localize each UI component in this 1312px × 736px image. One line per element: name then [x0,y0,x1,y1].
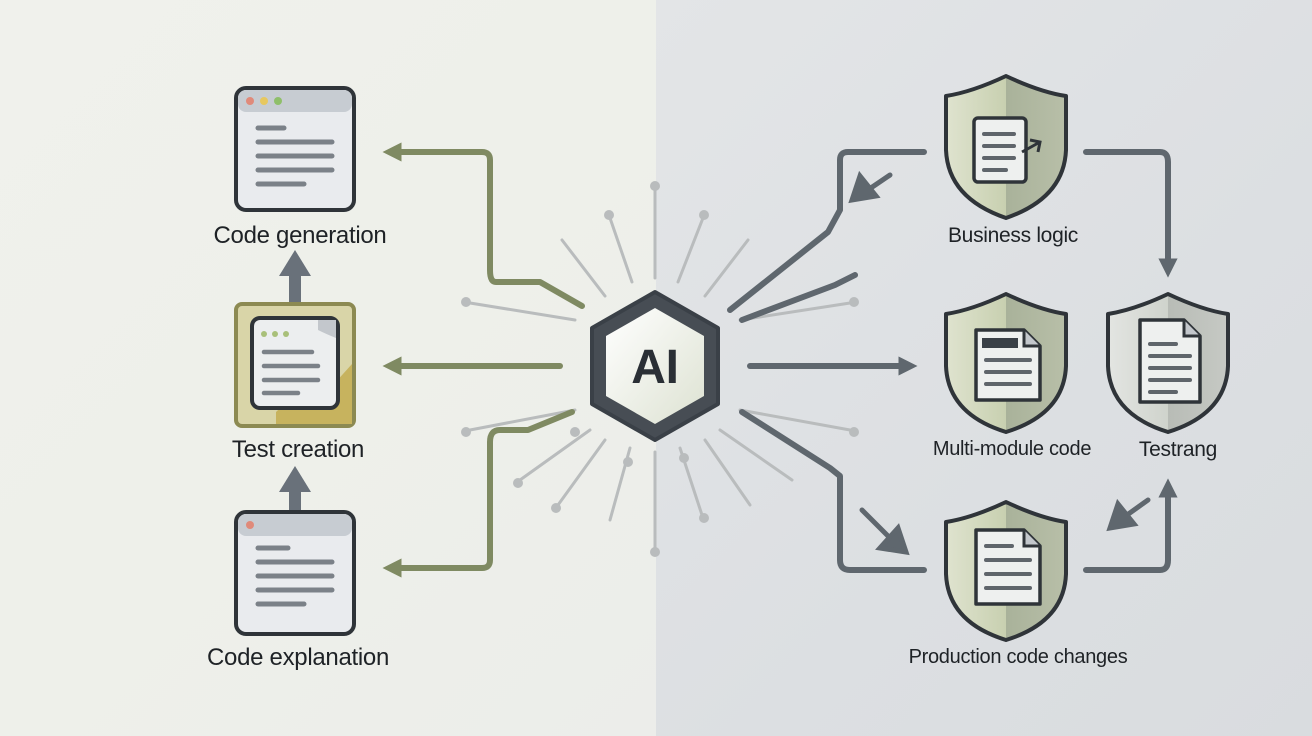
business-logic-shield [944,74,1068,220]
right-diagonal-arrowheads [848,170,1151,556]
connector-lower-loop [739,409,927,573]
hub-label: AI [631,341,679,394]
multi-module-code-shield [944,292,1068,434]
connector-upper-fan [739,272,858,323]
connector-production-to-testrang [1083,478,1178,573]
arrow-to-code-generation [382,142,585,309]
left-connectors [382,142,585,578]
arrow-to-code-explanation [382,409,575,578]
label-code-explanation: Code explanation [206,644,390,671]
label-test-creation: Test creation [231,436,365,463]
testrang-shield [1106,292,1230,434]
left-vertical-arrows [279,250,311,514]
right-connectors [727,149,1178,573]
test-creation-icon [234,302,356,428]
code-generation-icon [234,86,356,212]
connector-business-to-testrang [1083,149,1178,278]
ai-hub [590,290,720,442]
connector-upper-loop [727,149,927,313]
label-testrang: Testrang [1138,438,1218,461]
hub-rays [461,181,859,557]
code-explanation-icon [234,510,356,636]
label-multi-module-code: Multi-module code [932,438,1092,460]
label-code-generation: Code generation [213,222,387,249]
label-business-logic: Business logic [947,224,1079,247]
production-code-changes-shield [944,500,1068,642]
label-production-code-changes: Production code changes [908,646,1128,668]
